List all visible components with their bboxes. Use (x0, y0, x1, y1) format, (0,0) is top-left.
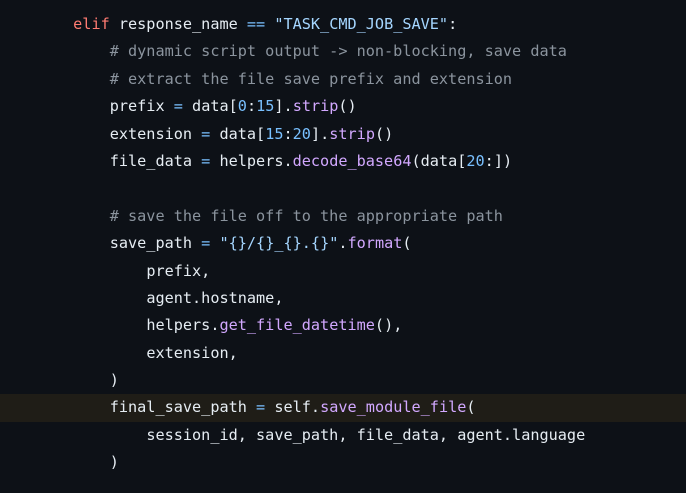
code-line[interactable] (0, 175, 686, 202)
code-line[interactable]: # extract the file save prefix and exten… (0, 66, 686, 93)
code-token-com: # save the file off to the appropriate p… (109, 206, 503, 225)
indent (0, 42, 110, 60)
code-token-id: data[ (182, 97, 238, 116)
code-token-op: == (246, 15, 266, 33)
code-line[interactable]: helpers.get_file_datetime(), (0, 312, 686, 339)
code-token-id: (data[ (411, 151, 467, 170)
code-token-num: 20 (466, 151, 485, 170)
code-line[interactable]: prefix = data[0:15].strip() (0, 93, 686, 120)
indent (0, 207, 110, 225)
code-line[interactable]: file_data = helpers.decode_base64(data[2… (0, 148, 686, 175)
code-token-fn: strip (329, 124, 375, 143)
code-token-str: "{}/{}_{}.{}" (219, 234, 339, 253)
code-token-id: ( (402, 234, 412, 253)
code-token-id: save_path (109, 234, 202, 253)
code-token-id: session_id, save_path, file_data, agent.… (146, 425, 586, 444)
indent (0, 289, 146, 307)
code-token-id: prefix (109, 97, 174, 116)
code-line[interactable]: prefix, (0, 258, 686, 285)
code-line[interactable]: extension, (0, 340, 686, 367)
indent (0, 453, 110, 471)
code-token-id: ) (109, 371, 119, 390)
code-token-id: helpers. (146, 316, 220, 335)
code-token-op: = (201, 124, 211, 143)
indent (0, 234, 110, 252)
code-line-highlighted[interactable]: final_save_path = self.save_module_file( (0, 394, 686, 422)
indent (0, 398, 110, 416)
code-token-fn: strip (292, 97, 339, 116)
code-token-id: data[ (210, 124, 266, 143)
code-token-op: = (201, 234, 211, 253)
code-line[interactable]: save_path = "{}/{}_{}.{}".format( (0, 230, 686, 257)
code-token-id: file_data (109, 151, 202, 170)
code-token-fn: save_module_file (320, 398, 467, 417)
indent (0, 15, 73, 33)
code-token-id: : (283, 124, 293, 143)
code-token-num: 0 (237, 97, 247, 116)
code-token-op: = (201, 151, 211, 170)
code-token-op: = (256, 398, 266, 417)
code-token-id: ]. (310, 124, 330, 143)
indent (0, 152, 110, 170)
indent (0, 70, 110, 88)
code-block[interactable]: elif response_name == "TASK_CMD_JOB_SAVE… (0, 11, 686, 477)
code-token-id: extension (109, 124, 202, 143)
code-token-com: # dynamic script output -> non-blocking,… (109, 42, 567, 61)
code-token-id: (), (374, 316, 403, 335)
code-token-id: ]. (274, 97, 293, 116)
indent (0, 262, 146, 280)
code-token-id: :]) (484, 151, 513, 170)
code-token-id: agent.hostname, (146, 288, 284, 307)
code-token-id: . (338, 234, 348, 253)
code-token-num: 15 (265, 124, 284, 143)
code-line[interactable]: ) (0, 367, 686, 394)
code-token-id: () (374, 124, 394, 143)
code-line[interactable]: session_id, save_path, file_data, agent.… (0, 422, 686, 449)
code-line[interactable]: agent.hostname, (0, 285, 686, 312)
code-token-id: : (246, 97, 257, 116)
code-token-id: helpers. (210, 151, 293, 170)
code-token-id: response_name (109, 15, 247, 33)
code-line[interactable]: # save the file off to the appropriate p… (0, 203, 686, 230)
indent (0, 426, 146, 444)
code-token-id (265, 15, 274, 33)
code-token-op: = (173, 97, 183, 116)
code-token-id: ) (109, 453, 119, 472)
code-token-fn: get_file_datetime (219, 316, 375, 335)
code-token-id: final_save_path (109, 398, 257, 417)
indent (0, 97, 110, 115)
code-token-num: 15 (256, 97, 275, 116)
code-line[interactable]: elif response_name == "TASK_CMD_JOB_SAVE… (0, 11, 686, 38)
indent (0, 371, 110, 389)
code-line[interactable]: ) (0, 449, 686, 476)
code-token-id: () (338, 97, 357, 116)
code-token-str: "TASK_CMD_JOB_SAVE" (274, 15, 449, 33)
code-token-id: extension, (146, 343, 238, 362)
code-token-id: self. (265, 398, 321, 417)
code-token-id: : (448, 15, 458, 33)
code-line[interactable]: # dynamic script output -> non-blocking,… (0, 38, 686, 65)
code-token-fn: decode_base64 (292, 151, 412, 170)
code-token-num: 20 (292, 124, 311, 143)
code-token-com: # extract the file save prefix and exten… (109, 69, 513, 88)
indent (0, 316, 146, 334)
code-line[interactable]: extension = data[15:20].strip() (0, 121, 686, 148)
code-token-kw: elif (73, 15, 110, 33)
indent (0, 125, 110, 143)
indent (0, 344, 146, 362)
code-token-fn: format (347, 234, 403, 253)
code-token-id: ( (466, 398, 476, 417)
code-token-id: prefix, (146, 261, 211, 280)
